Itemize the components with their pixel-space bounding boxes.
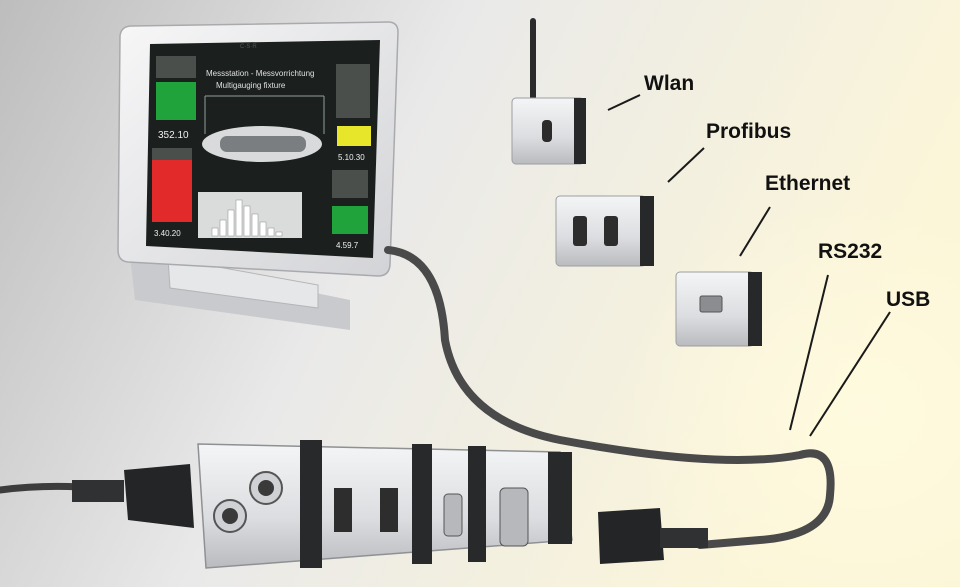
touch-monitor: C·S·R Messstation - Messvorrichtung Mult… [117,21,399,330]
monitor-stand-foot [167,257,319,309]
gauge-yellow [337,126,371,146]
callout-lines [607,94,891,437]
callout-usb [809,311,891,437]
profibus-module [555,195,654,267]
label-ethernet: Ethernet [765,172,851,195]
left-plug-head [124,464,194,528]
profibus-housing [555,195,647,267]
left-plug-body [72,480,124,502]
db9-port-icon [443,493,463,537]
base-end-cap [548,452,572,544]
label-usb: USB [886,288,931,311]
m12-socket-pins [222,508,238,524]
antenna-icon [530,18,536,103]
antenna-mount [542,120,552,142]
callout-profibus [667,147,705,183]
gauge-green-2 [332,206,368,234]
callout-wlan [607,94,641,111]
callout-ethernet [739,206,771,257]
label-profibus: Profibus [706,120,792,143]
input-cable [0,482,84,494]
right-plug-head [598,508,664,564]
wlan-side-clip [574,98,586,164]
gauge-bg [156,56,196,78]
interface-base-unit [197,440,573,569]
callout-rs232 [789,274,829,431]
ethernet-side-clip [748,272,762,346]
histogram-bars [211,199,283,237]
monitor-title-2: Multigauging fixture [216,81,286,90]
label-wlan: Wlan [644,72,695,95]
terminal-block-icon [334,488,352,532]
gauge-bg [332,170,368,198]
db9-port-icon [604,216,618,246]
wlan-module [511,18,586,165]
right-plug [598,508,708,564]
base-divider [300,440,322,568]
readout-3: 3.40.20 [154,229,181,238]
base-divider [412,444,432,564]
right-plug-body [660,528,708,548]
left-plug [72,464,194,528]
label-rs232: RS232 [818,240,883,263]
ethernet-module [675,271,762,347]
readout-1: 352.10 [158,130,189,141]
db9-port-icon [573,216,587,246]
readout-4: 4.59.7 [336,241,359,250]
gauge-red [152,160,192,222]
monitor-title-1: Messstation - Messvorrichtung [206,69,314,78]
profibus-side-clip [640,196,654,266]
base-divider [468,446,486,562]
m12-socket-pins [258,480,274,496]
rj45-port-icon [699,295,723,313]
gauge-bg [336,64,370,118]
gauge-green-1 [156,82,196,120]
terminal-block-icon [380,488,398,532]
measured-part-core [220,136,306,152]
monitor-brand: C·S·R [240,44,257,50]
readout-2: 5.10.30 [338,153,365,162]
monitor-cable [384,246,835,549]
db15-port-icon [499,487,529,547]
